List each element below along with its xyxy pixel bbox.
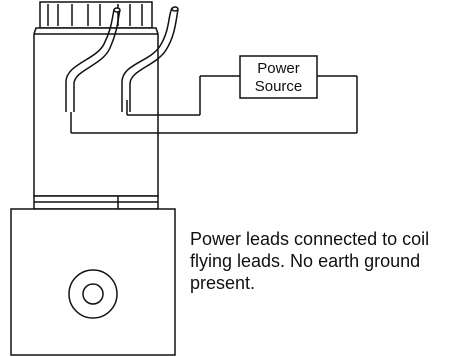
- power-source-box: [239, 55, 318, 99]
- flying-lead-right: [121, 6, 179, 112]
- caption-text: Power leads connected to coil flying lea…: [190, 229, 430, 293]
- power-source-label-line1: Power: [257, 60, 300, 77]
- valve-port-inner: [82, 283, 104, 305]
- power-source-label-line2: Source: [255, 78, 303, 95]
- flying-lead-left: [65, 7, 121, 112]
- coil-flange: [33, 195, 159, 210]
- top-fitting: [39, 1, 153, 29]
- valve-port-outer: [68, 269, 118, 319]
- valve-body: [10, 208, 176, 356]
- power-wiring: [70, 75, 358, 134]
